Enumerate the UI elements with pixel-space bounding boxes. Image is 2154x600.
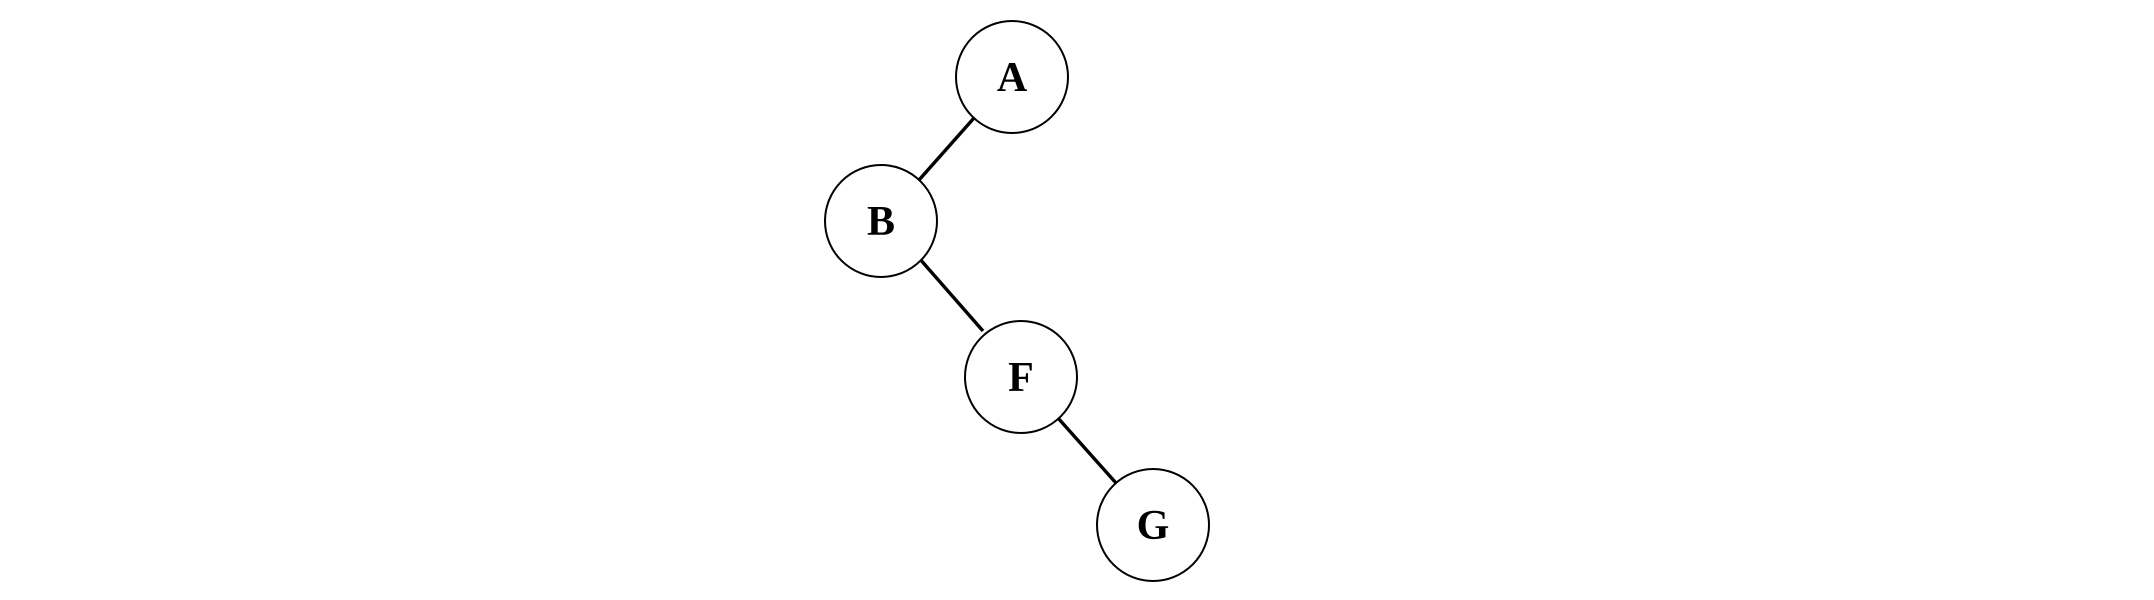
graph-node-b[interactable]: B bbox=[824, 164, 938, 278]
graph-edge-f-g bbox=[1056, 416, 1118, 485]
graph-node-g[interactable]: G bbox=[1096, 468, 1210, 582]
node-circle-b[interactable] bbox=[824, 164, 938, 278]
node-circle-g[interactable] bbox=[1096, 468, 1210, 582]
graph-edge-b-f bbox=[917, 256, 985, 333]
node-circle-f[interactable] bbox=[964, 320, 1078, 434]
node-label-b: B bbox=[867, 199, 895, 245]
edges-layer bbox=[917, 116, 1118, 485]
graph-node-a[interactable]: A bbox=[955, 20, 1069, 134]
node-circle-a[interactable] bbox=[955, 20, 1069, 134]
node-label-f: F bbox=[1008, 355, 1034, 401]
nodes-layer: A B F G bbox=[824, 20, 1210, 582]
node-label-a: A bbox=[997, 55, 1028, 101]
node-label-g: G bbox=[1137, 503, 1170, 549]
graph-node-f[interactable]: F bbox=[964, 320, 1078, 434]
graph-edge-a-b bbox=[917, 116, 976, 182]
